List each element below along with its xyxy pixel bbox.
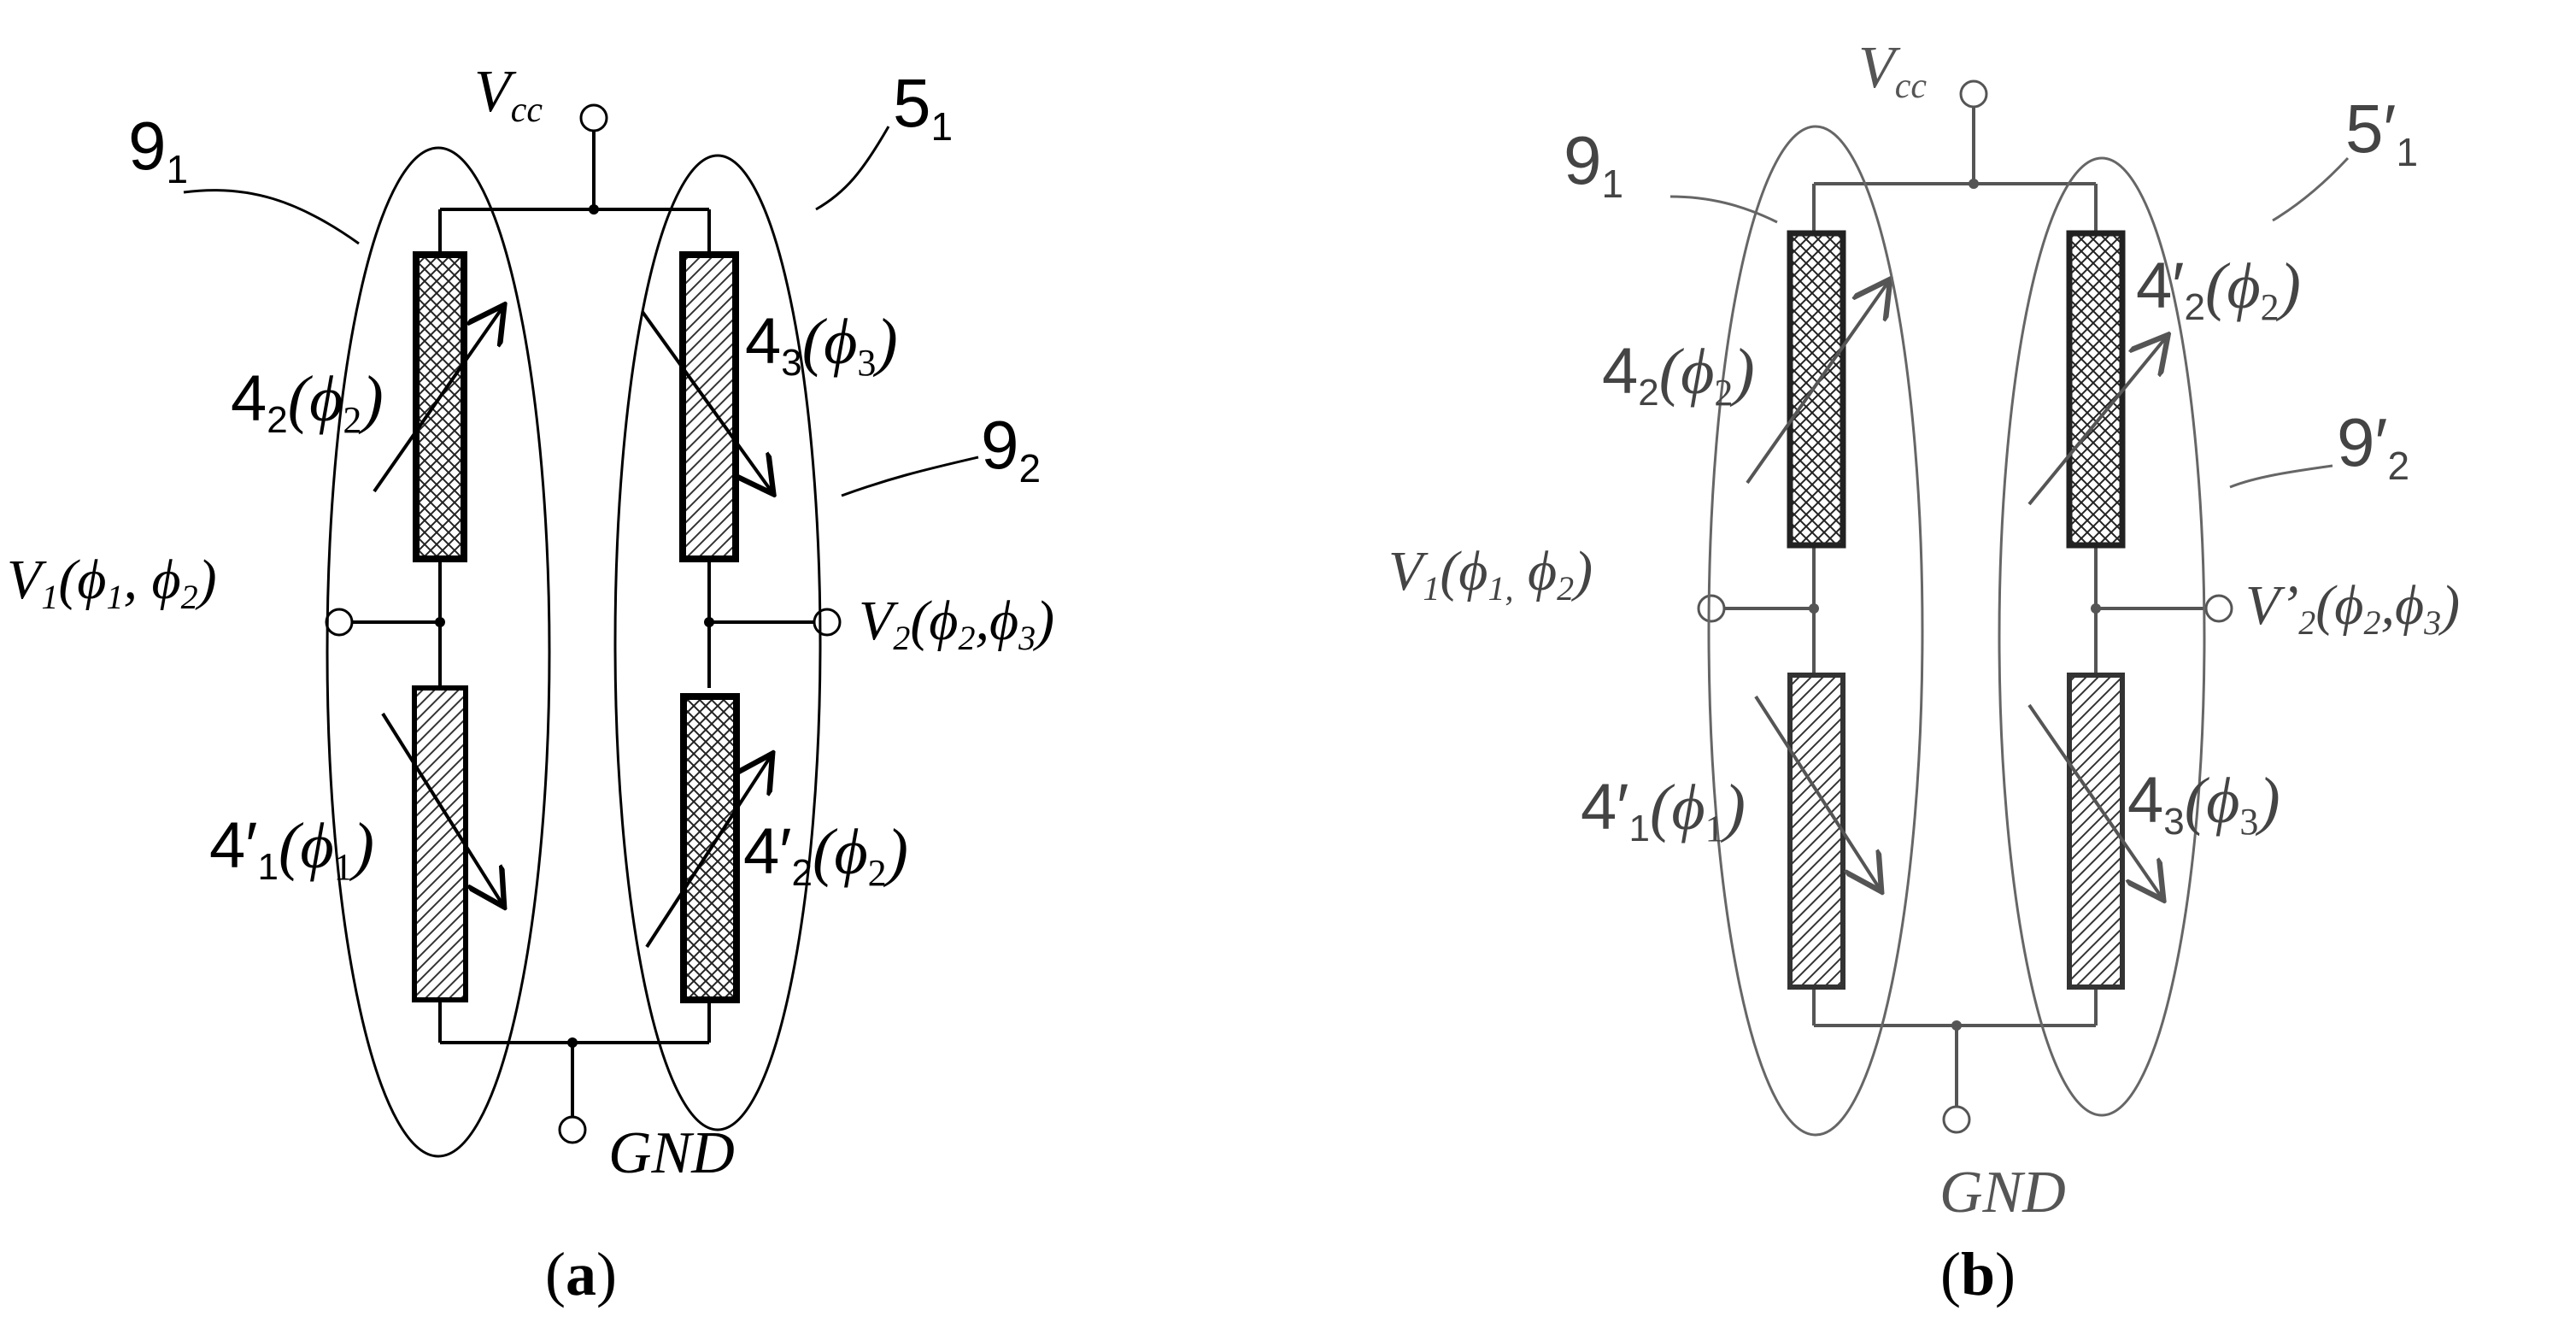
panel-b: Vcc GND 91 5′1 9′2 V1(ϕ1, ϕ2) V’2(ϕ2,ϕ3)… (1388, 35, 2460, 1308)
resistor-top-right (2066, 230, 2126, 549)
resistor-label-top-right: 43(ϕ3) (745, 305, 898, 384)
gnd-terminal (1942, 1105, 1971, 1134)
group-ellipse-left (1707, 125, 1924, 1137)
resistor-bottom-left (412, 685, 468, 1002)
bridge-label: 51 (893, 65, 953, 149)
v2-terminal (2204, 594, 2233, 623)
v1-label: V1(ϕ1, ϕ2) (7, 549, 217, 616)
resistor-top-left (413, 251, 467, 562)
vcc-label: Vcc (474, 59, 543, 130)
resistor-label-top-left: 42(ϕ2) (231, 362, 384, 441)
bridge-label: 5′1 (2345, 91, 2418, 174)
resistor-label-top-left: 42(ϕ2) (1602, 335, 1755, 414)
v2-label: V’2(ϕ2,ϕ3) (2245, 574, 2460, 642)
group-ellipse-right (613, 154, 822, 1131)
gnd-terminal (558, 1115, 587, 1144)
group-label-right: 92 (981, 407, 1041, 491)
vcc-terminal (1959, 79, 1988, 109)
group-label-left: 91 (128, 108, 188, 191)
resistor-top-left (1787, 230, 1846, 549)
group-ellipse-right (1998, 156, 2206, 1117)
group-label-left: 91 (1564, 122, 1623, 206)
resistor-bottom-right (2067, 673, 2125, 990)
resistor-label-bottom-right: 4′2(ϕ2) (743, 815, 908, 894)
gnd-label: GND (1939, 1160, 2066, 1225)
junction-dots (435, 204, 714, 1048)
group-ellipse-left (326, 146, 551, 1158)
gnd-label: GND (608, 1120, 735, 1186)
v2-terminal (813, 608, 842, 637)
group-label-right: 9′2 (2337, 404, 2409, 488)
bridge-wires (349, 126, 816, 1120)
panel-caption-b: (b) (1940, 1240, 2016, 1308)
v1-terminal (1697, 594, 1726, 623)
vcc-terminal (579, 103, 608, 132)
leader-lines (1669, 156, 2350, 489)
v2-label: V2(ϕ2,ϕ3) (859, 590, 1054, 657)
resistor-label-top-right: 4′2(ϕ2) (2136, 250, 2301, 328)
v1-terminal (325, 608, 354, 637)
panel-a: Vcc GND 91 51 92 V1(ϕ1, ϕ2) V2(ϕ2,ϕ3) 42… (7, 59, 1054, 1308)
resistor-label-bottom-left: 4′1(ϕ1) (1581, 771, 1746, 849)
leader-lines (183, 126, 979, 497)
v1-label: V1(ϕ1, ϕ2) (1388, 540, 1593, 608)
variable-arrows (1746, 282, 2166, 897)
panel-caption-a: (a) (545, 1240, 617, 1308)
junction-dots (1809, 179, 2101, 1031)
resistor-bottom-left (1787, 673, 1845, 990)
resistor-label-bottom-right: 43(ϕ3) (2127, 764, 2280, 843)
resistor-label-bottom-left: 4′1(ϕ1) (209, 809, 374, 888)
variable-arrows (373, 308, 772, 949)
vcc-label: Vcc (1858, 35, 1927, 106)
